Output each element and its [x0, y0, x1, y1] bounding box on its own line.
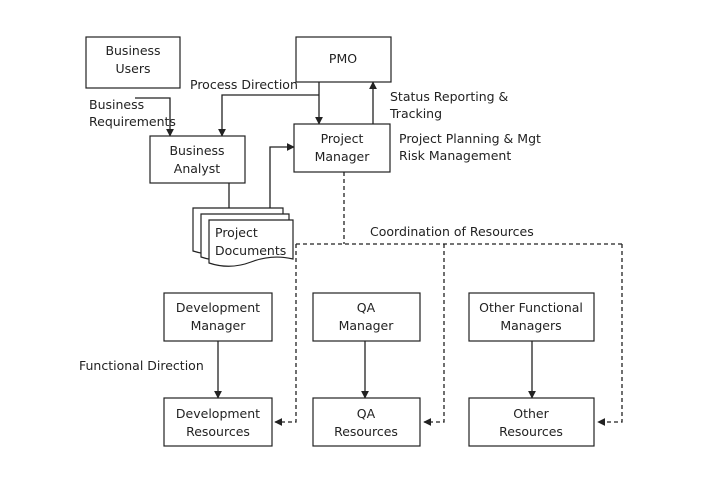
development-manager-line1: Development: [176, 300, 260, 315]
qa-resources-box: QA Resources: [312, 397, 421, 447]
project-manager-box: Project Manager: [293, 123, 391, 173]
other-functional-managers-line2: Managers: [500, 318, 561, 333]
label-business-requirements-line1: Business: [89, 97, 144, 112]
connector-docs-pm: [266, 143, 295, 221]
connector-pmo-to-analyst: [218, 94, 319, 137]
label-project-planning-line2: Risk Management: [399, 148, 511, 163]
dashed-to-dev-resources: [274, 244, 297, 426]
project-manager-line1: Project: [321, 131, 364, 146]
label-coordination-of-resources: Coordination of Resources: [370, 224, 534, 239]
qa-manager-box: QA Manager: [312, 292, 421, 342]
business-analyst-box: Business Analyst: [149, 135, 246, 184]
qa-manager-line1: QA: [357, 300, 376, 315]
other-resources-line1: Other: [513, 406, 549, 421]
pmo-label: PMO: [329, 51, 357, 66]
label-business-requirements-line2: Requirements: [89, 114, 176, 129]
label-project-planning-line1: Project Planning & Mgt: [399, 131, 541, 146]
project-documents-line1: Project: [215, 225, 258, 240]
development-manager-line2: Manager: [191, 318, 247, 333]
connectors: [135, 81, 623, 426]
development-resources-line1: Development: [176, 406, 260, 421]
other-functional-managers-box: Other Functional Managers: [468, 292, 595, 342]
business-users-line2: Users: [115, 61, 150, 76]
qa-resources-line1: QA: [357, 406, 376, 421]
other-resources-box: Other Resources: [468, 397, 595, 447]
business-analyst-line2: Analyst: [174, 161, 221, 176]
label-functional-direction: Functional Direction: [79, 358, 204, 373]
qa-resources-line2: Resources: [334, 424, 398, 439]
other-functional-managers-line1: Other Functional: [479, 300, 583, 315]
connector-users-to-analyst: [135, 97, 174, 137]
dashed-to-other-resources: [597, 244, 623, 426]
pmo-box: PMO: [295, 36, 392, 83]
project-manager-line2: Manager: [315, 149, 371, 164]
business-users-box: Business Users: [85, 36, 181, 89]
development-resources-box: Development Resources: [163, 397, 273, 447]
project-documents-shape: Project Documents: [192, 207, 294, 267]
dashed-to-qa-resources: [423, 244, 445, 426]
development-resources-line2: Resources: [186, 424, 250, 439]
label-process-direction: Process Direction: [190, 77, 298, 92]
label-status-reporting-line2: Tracking: [389, 106, 442, 121]
business-users-line1: Business: [105, 43, 160, 58]
other-resources-line2: Resources: [499, 424, 563, 439]
project-documents-line2: Documents: [215, 243, 286, 258]
development-manager-box: Development Manager: [163, 292, 273, 342]
qa-manager-line2: Manager: [339, 318, 395, 333]
label-status-reporting-line1: Status Reporting &: [390, 89, 509, 104]
business-analyst-line1: Business: [169, 143, 224, 158]
